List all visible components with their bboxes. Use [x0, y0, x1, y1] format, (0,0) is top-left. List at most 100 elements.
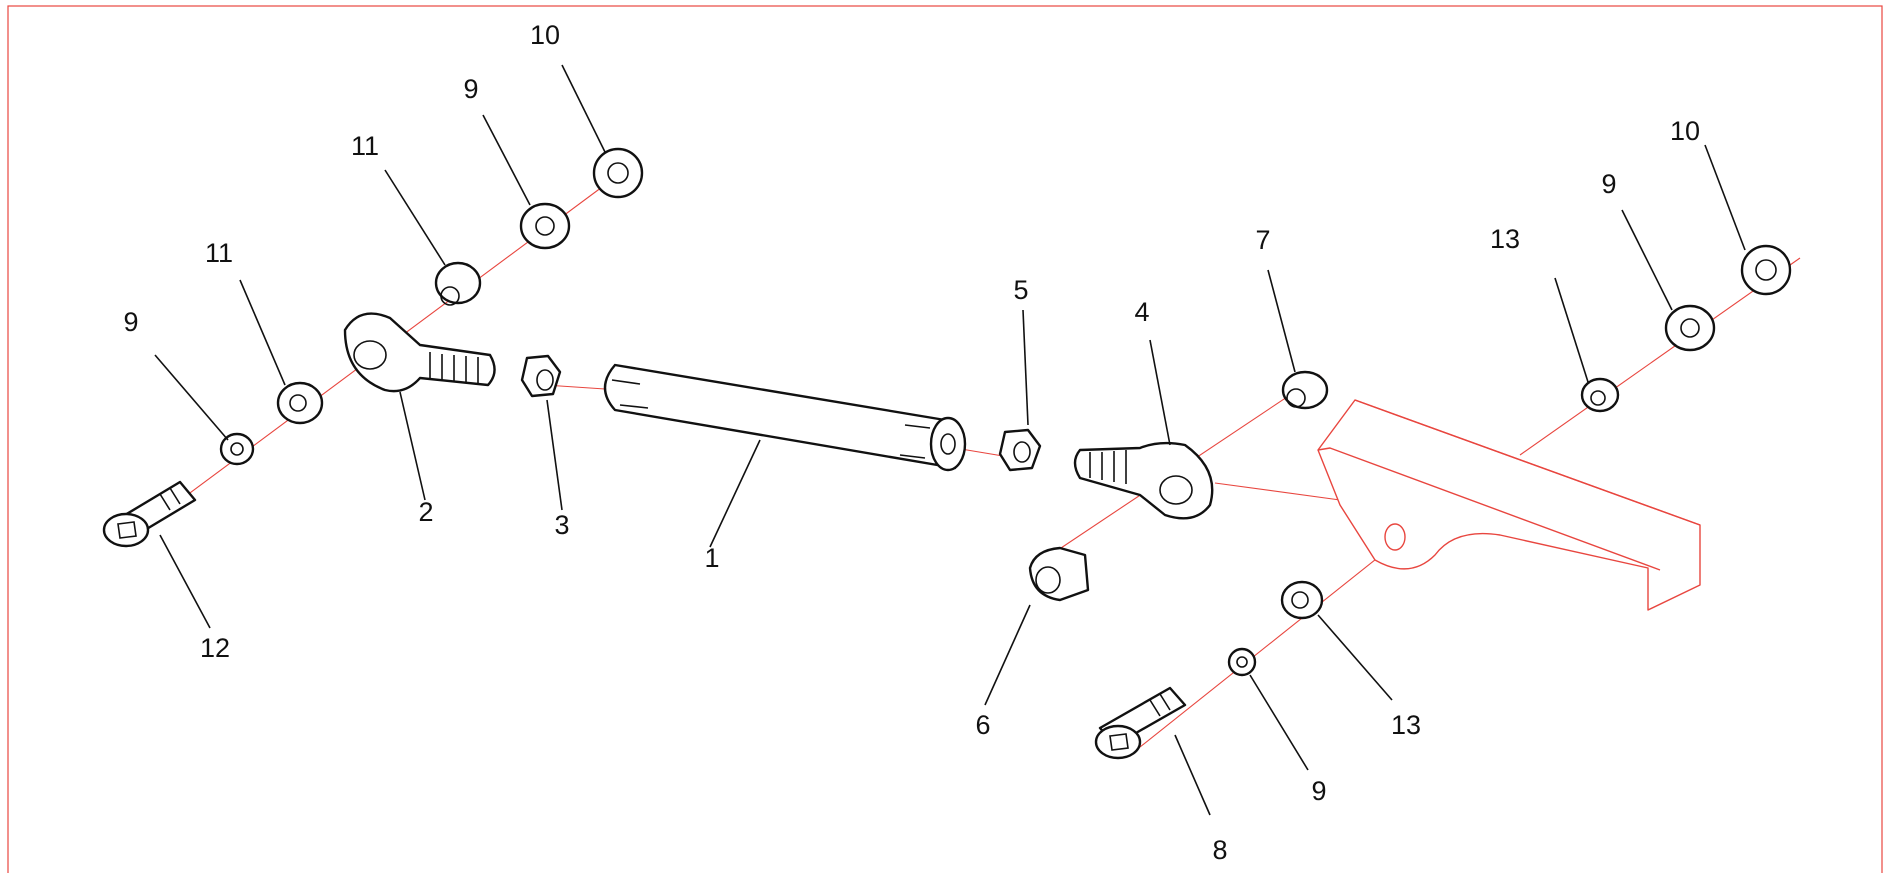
callout-9-top: 9 — [463, 74, 478, 104]
flange-nut-b-hole — [1755, 259, 1777, 281]
rod-end-threads — [1089, 450, 1127, 484]
leader-12 — [159, 534, 211, 629]
washer-b — [519, 202, 571, 250]
bushing-a-bore — [289, 394, 307, 412]
drawing-frame — [7, 5, 1883, 873]
screw-head — [1094, 724, 1142, 760]
callout-11-top: 11 — [351, 131, 379, 161]
leader-lines — [154, 64, 1746, 816]
leader-13b — [1317, 614, 1393, 701]
callout-4: 4 — [1134, 297, 1149, 327]
leader-4 — [1149, 339, 1171, 446]
bracket-edge — [1354, 399, 1701, 526]
washer-b-hole — [535, 216, 555, 236]
bushing-bore — [1286, 388, 1306, 408]
axis-bracket-link — [1214, 482, 1341, 501]
callout-2: 2 — [418, 497, 433, 527]
washer-c — [1227, 647, 1257, 677]
nut-hex — [998, 428, 1042, 472]
leader-9b — [482, 114, 531, 206]
leader-3 — [546, 399, 563, 511]
bushing-b — [434, 261, 482, 305]
part-1-rod — [603, 363, 967, 472]
callout-13-bottom: 13 — [1391, 710, 1421, 740]
callout-7: 7 — [1255, 225, 1270, 255]
callout-10-left: 10 — [530, 20, 560, 50]
callout-6: 6 — [975, 710, 990, 740]
callout-1: 1 — [704, 543, 719, 573]
callout-9-right: 9 — [1601, 169, 1616, 199]
flange-nut-a-hole — [607, 162, 629, 184]
callout-13-top: 13 — [1490, 224, 1520, 254]
part-8-cap-screw — [1094, 686, 1187, 760]
nut-hole — [1013, 441, 1031, 463]
callout-12: 12 — [200, 633, 230, 663]
leader-10a — [561, 64, 606, 153]
bushing-bore — [1035, 566, 1061, 594]
bushing-flange — [1281, 370, 1329, 410]
flange-nut-b — [1740, 244, 1792, 296]
leader-11a — [239, 279, 286, 386]
assembly-axes — [139, 169, 1801, 756]
leader-8 — [1174, 734, 1211, 816]
screw-threads — [159, 487, 181, 511]
nut-hole — [536, 369, 554, 391]
leader-2 — [399, 391, 426, 501]
part-13-bushings — [1280, 377, 1620, 620]
screw-socket — [117, 521, 137, 539]
bushing-a-bore — [1590, 390, 1606, 406]
callout-9-left: 9 — [123, 307, 138, 337]
screw-socket — [1109, 733, 1129, 751]
callout-5: 5 — [1013, 275, 1028, 305]
callout-8: 8 — [1212, 835, 1227, 865]
mounting-bracket — [1317, 399, 1701, 611]
washer-c-hole — [1236, 656, 1248, 668]
axis-bottom-bolt — [1129, 539, 1401, 756]
nut-hex — [520, 354, 562, 398]
screw-threads — [1149, 693, 1171, 717]
part-4-rod-end — [1073, 441, 1214, 520]
callout-10-right: 10 — [1670, 116, 1700, 146]
callout-3: 3 — [554, 510, 569, 540]
leader-10b — [1704, 144, 1746, 251]
bushing-a — [1580, 377, 1620, 413]
part-9-washers — [219, 202, 1716, 677]
bushing-b-bore — [1291, 591, 1309, 609]
washer-a — [219, 432, 255, 466]
part-12-cap-screw — [102, 480, 197, 548]
rod-end-body — [343, 312, 496, 393]
rod-end-threads — [429, 352, 479, 384]
leader-13a — [1554, 277, 1589, 383]
screw-head — [102, 512, 150, 548]
rod-thread-hole — [940, 433, 956, 455]
bracket-plate — [1317, 399, 1701, 611]
leader-9a — [154, 354, 229, 441]
bushing-b-bore — [440, 286, 460, 306]
part-11-bushings — [276, 261, 482, 425]
leader-1 — [709, 439, 761, 548]
rod-right-flat — [899, 424, 931, 459]
leader-11b — [384, 169, 446, 266]
rod-end-eye — [1159, 475, 1193, 505]
bracket-inner-edge — [1317, 447, 1661, 571]
bracket-hole — [1384, 523, 1406, 551]
rod-body — [603, 363, 960, 470]
leader-5 — [1022, 309, 1029, 426]
leader-7 — [1267, 269, 1296, 373]
bushing-a — [276, 381, 324, 425]
part-10-flange-nuts — [592, 147, 1792, 296]
rod-end-body — [1073, 441, 1214, 520]
washer-d — [1664, 304, 1716, 352]
rod-left-flat — [611, 379, 649, 409]
rod-end-eye — [353, 340, 387, 370]
part-6-bushing — [1028, 546, 1090, 602]
callout-labels: 1 2 3 4 5 6 7 8 9 9 9 9 10 10 11 11 12 1… — [123, 20, 1700, 865]
part-3-hex-nut — [520, 354, 562, 398]
rod-end-face — [929, 416, 967, 472]
leader-9d — [1621, 209, 1673, 311]
leader-9c — [1249, 674, 1309, 771]
leader-6 — [984, 604, 1031, 706]
callout-11-left: 11 — [205, 238, 233, 268]
